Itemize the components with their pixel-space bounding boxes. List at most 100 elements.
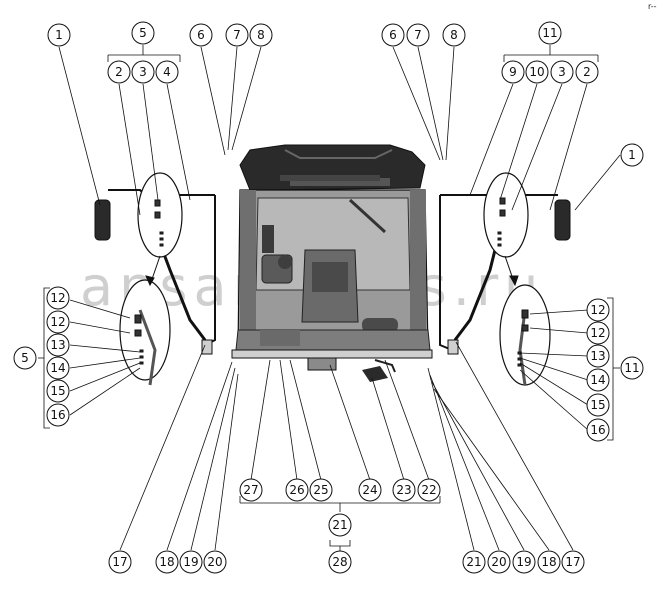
callout-number: 16 <box>50 408 65 422</box>
callout-number: 7 <box>233 28 241 42</box>
callout-number: 14 <box>50 361 65 375</box>
leader-lines <box>38 45 621 552</box>
callout-number: 5 <box>139 26 147 40</box>
callout-number: 12 <box>590 326 605 340</box>
callout-circle <box>586 321 610 345</box>
callout-c24: 24 <box>358 478 382 502</box>
callout-number: 20 <box>207 555 222 569</box>
callout-c18-right: 18 <box>537 550 561 574</box>
callout-c3-right: 3 <box>550 60 574 84</box>
callout-circle <box>328 513 352 537</box>
callout-circle <box>620 143 644 167</box>
callout-number: 12 <box>50 315 65 329</box>
callout-number: 15 <box>590 398 605 412</box>
callout-number: 20 <box>491 555 506 569</box>
callout-c17-left: 17 <box>108 550 132 574</box>
callout-c7-left: 7 <box>225 23 249 47</box>
callout-circle <box>561 550 585 574</box>
callout-c14-right: 14 <box>586 368 610 392</box>
callout-number: 13 <box>590 349 605 363</box>
callout-circle <box>225 23 249 47</box>
callout-c8-right: 8 <box>442 23 466 47</box>
callout-number: 11 <box>542 26 557 40</box>
callout-c5-side: 5 <box>13 346 37 370</box>
callout-c28: 28 <box>328 550 352 574</box>
callout-number: 22 <box>421 483 436 497</box>
callout-c12a-left: 12 <box>46 286 70 310</box>
callout-c2-right: 2 <box>575 60 599 84</box>
callout-c7-right: 7 <box>406 23 430 47</box>
callout-circle <box>13 346 37 370</box>
callout-circle <box>537 550 561 574</box>
callout-c12b-left: 12 <box>46 310 70 334</box>
callout-number: 24 <box>362 483 377 497</box>
callout-number: 21 <box>332 518 347 532</box>
callout-circle <box>249 23 273 47</box>
callout-c11-top: 11 <box>538 21 562 45</box>
callout-number: 4 <box>163 65 171 79</box>
callout-number: 17 <box>565 555 580 569</box>
callout-c6-left: 6 <box>189 23 213 47</box>
callout-number: 25 <box>313 483 328 497</box>
callout-c21-right: 21 <box>462 550 486 574</box>
callout-circle <box>487 550 511 574</box>
callout-c10-right: 10 <box>525 60 549 84</box>
callout-c2-left: 2 <box>107 60 131 84</box>
callout-number: 16 <box>590 423 605 437</box>
callout-c26: 26 <box>285 478 309 502</box>
callout-number: 8 <box>257 28 265 42</box>
callout-number: 14 <box>590 373 605 387</box>
callout-number: 19 <box>516 555 531 569</box>
callout-c16-left: 16 <box>46 403 70 427</box>
callout-number: 18 <box>541 555 556 569</box>
callout-circle <box>512 550 536 574</box>
callout-number: 3 <box>558 65 566 79</box>
callout-c21-mid: 21 <box>328 513 352 537</box>
callout-number: 11 <box>624 361 639 375</box>
callout-circle <box>155 550 179 574</box>
callout-c15-left: 15 <box>46 379 70 403</box>
callout-circle <box>586 418 610 442</box>
callout-c12b-right: 12 <box>586 321 610 345</box>
callout-number: 12 <box>50 291 65 305</box>
callout-circle <box>538 21 562 45</box>
callout-number: 1 <box>628 148 636 162</box>
callout-circle <box>46 310 70 334</box>
callout-number: 28 <box>332 555 347 569</box>
callout-c11-side: 11 <box>620 356 644 380</box>
callout-number: 7 <box>414 28 422 42</box>
callout-c3-left: 3 <box>131 60 155 84</box>
callout-c27: 27 <box>239 478 263 502</box>
callout-c20-right: 20 <box>487 550 511 574</box>
callout-c20-left: 20 <box>203 550 227 574</box>
callout-number: 17 <box>112 555 127 569</box>
callout-circle <box>239 478 263 502</box>
cab-illustration <box>231 144 433 382</box>
callout-number: 2 <box>583 65 591 79</box>
callout-c4-left: 4 <box>155 60 179 84</box>
callout-number: 5 <box>21 351 29 365</box>
callout-c6-right: 6 <box>381 23 405 47</box>
callout-circle <box>392 478 416 502</box>
callout-number: 21 <box>466 555 481 569</box>
callout-circle <box>620 356 644 380</box>
callout-number: 27 <box>243 483 258 497</box>
callout-circle <box>586 298 610 322</box>
callout-circle <box>46 379 70 403</box>
callout-circle <box>550 60 574 84</box>
left-mirror-assembly <box>94 172 216 386</box>
callout-circle <box>442 23 466 47</box>
callout-circle <box>155 60 179 84</box>
callout-circle <box>131 60 155 84</box>
callout-circle <box>462 550 486 574</box>
callout-circle <box>575 60 599 84</box>
callout-circle <box>108 550 132 574</box>
callout-circle <box>358 478 382 502</box>
callout-c15-right: 15 <box>586 393 610 417</box>
callout-c8-left: 8 <box>249 23 273 47</box>
callout-circle <box>46 333 70 357</box>
callout-c5-top: 5 <box>131 21 155 45</box>
callout-c17-right: 17 <box>561 550 585 574</box>
